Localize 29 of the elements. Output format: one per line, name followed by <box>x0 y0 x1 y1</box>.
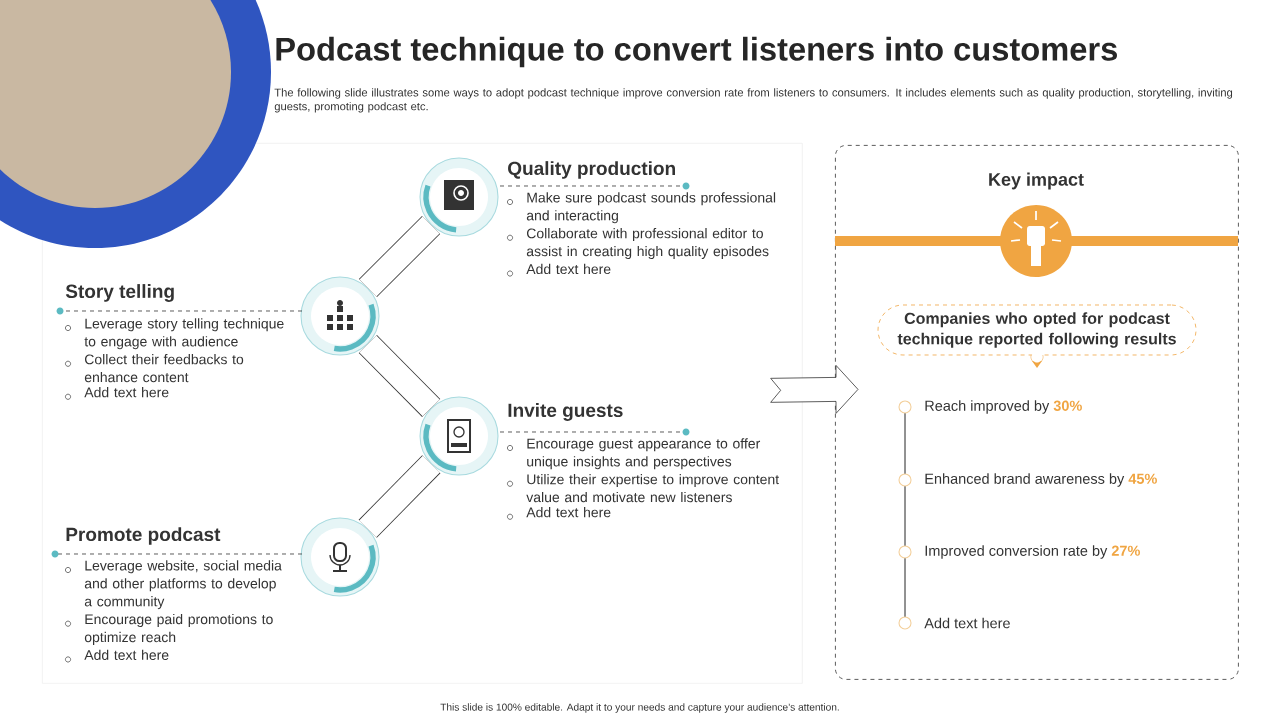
heading: Promote podcast <box>66 527 221 545</box>
title: Podcast technique to convert listeners into customers <box>276 36 1117 68</box>
result-text: Reach improved by 30% <box>925 400 1082 414</box>
bullet-item: Leverage website, social media and other platforms to develop a community <box>65 560 282 610</box>
result-text: Enhanced brand awareness by 45% <box>925 473 1157 487</box>
bullet-item: Add text here <box>507 507 611 520</box>
bullet-item: Encourage guest appearance to offer unique insights and perspectives <box>507 438 761 470</box>
bullet-item: Add text here <box>65 387 169 400</box>
bullet-item: Leverage story telling technique to engage with audience <box>65 318 284 350</box>
bullet-item: Utilize their expertise to improve content value and motivate new listeners <box>507 474 779 503</box>
bracket-connector <box>358 335 441 417</box>
subtitle: The following slide illustrates some ways to adopt podcast technique improve conversion rate from listeners to consumers. It includes elements such as quality production, storytelling, inviting guests, promoting podcast etc. <box>274 88 1233 113</box>
bracket-connector <box>358 455 441 538</box>
bracket-connector <box>358 215 441 298</box>
heading: Story telling <box>65 284 174 302</box>
footer-note: This slide is 100% editable. Adapt it to your needs and capture your audience’s attention. <box>440 703 839 713</box>
bullet-item: Make sure podcast sounds professional and interacting <box>507 192 776 224</box>
result-text: Add text here <box>924 617 1010 629</box>
bullet-item: Collect their feedbacks to enhance content <box>65 354 244 383</box>
heading: Invite guests <box>508 403 623 421</box>
heading: Quality production <box>508 161 675 179</box>
bullet-item: Encourage paid promotions to optimize reach <box>65 613 273 645</box>
heading: Key impact <box>989 172 1084 190</box>
callout-bubble: Companies who opted for podcast technique reported following results <box>877 304 1197 368</box>
bullet-item: Collaborate with professional editor to assist in creating high quality episodes <box>507 228 769 259</box>
block-arrow <box>770 365 859 414</box>
bullet-item: Add text here <box>507 263 611 277</box>
bullet-item: Add text here <box>65 649 169 663</box>
result-text: Improved conversion rate by 27% <box>925 545 1140 559</box>
